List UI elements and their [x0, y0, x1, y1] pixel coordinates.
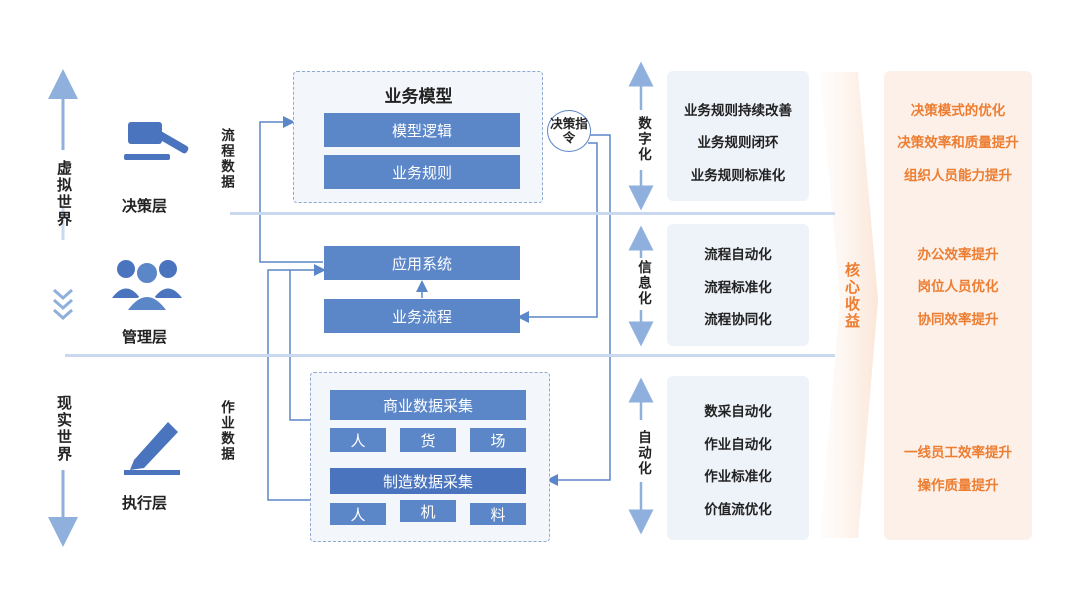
core-benefit-label: 核心收益	[843, 262, 861, 330]
manufacturing-data-bar: 制造数据采集	[330, 468, 526, 494]
decision-layer-label: 决策层	[122, 197, 168, 215]
card-item: 作业标准化	[704, 469, 772, 485]
info-card: 流程自动化 流程标准化 流程协同化	[667, 224, 809, 346]
card-item: 业务规则持续改善	[684, 103, 792, 119]
execution-layer-label: 执行层	[122, 494, 168, 512]
auto-stage-label: 自动化	[635, 430, 651, 477]
manufacturing-item: 料	[470, 503, 526, 525]
auto-card: 数采自动化 作业自动化 作业标准化 价值流优化	[667, 376, 809, 540]
card-item: 业务规则闭环	[697, 135, 779, 151]
benefit-item: 岗位人员优化	[917, 279, 999, 295]
real-world-label: 现实世界	[55, 395, 73, 463]
decision-instruction-node: 决策指令	[547, 110, 591, 152]
info-stage-label: 信息化	[635, 260, 651, 307]
card-item: 流程自动化	[704, 247, 772, 263]
card-item: 价值流优化	[704, 502, 772, 518]
business-flow-bar: 业务流程	[324, 299, 520, 333]
benefit-item: 协同效率提升	[917, 312, 999, 328]
card-item: 作业自动化	[704, 437, 772, 453]
commercial-item: 货	[400, 428, 456, 452]
benefit-item: 决策模式的优化	[910, 103, 1006, 119]
digital-stage-label: 数字化	[635, 116, 651, 163]
manufacturing-item: 机	[400, 500, 456, 522]
management-layer-label: 管理层	[122, 328, 168, 346]
divider-bottom	[65, 354, 835, 357]
divider-top	[230, 212, 835, 215]
benefit-item: 操作质量提升	[917, 478, 999, 494]
chevron-down-icon	[53, 288, 73, 321]
commercial-data-bar: 商业数据采集	[330, 390, 526, 420]
benefit-panel: 决策模式的优化 决策效率和质量提升 组织人员能力提升 办公效率提升 岗位人员优化…	[884, 71, 1032, 540]
benefit-item: 组织人员能力提升	[904, 168, 1012, 184]
pen-icon	[124, 422, 180, 475]
app-system-bar: 应用系统	[324, 246, 520, 280]
people-group-icon	[112, 260, 182, 312]
manufacturing-item: 人	[330, 503, 386, 525]
benefit-item: 办公效率提升	[917, 247, 999, 263]
benefit-arrow-shape	[820, 72, 878, 538]
card-item: 数采自动化	[704, 404, 772, 420]
card-item: 流程协同化	[704, 312, 772, 328]
virtual-world-label: 虚拟世界	[55, 160, 73, 228]
gavel-icon	[124, 122, 189, 160]
business-rules-bar: 业务规则	[324, 155, 520, 189]
operation-data-label: 作业数据	[218, 400, 234, 462]
commercial-item: 人	[330, 428, 386, 452]
card-item: 业务规则标准化	[690, 168, 786, 184]
business-model-title: 业务模型	[384, 87, 453, 107]
benefit-item: 一线员工效率提升	[904, 445, 1012, 461]
model-logic-bar: 模型逻辑	[324, 113, 520, 147]
digital-card: 业务规则持续改善 业务规则闭环 业务规则标准化	[667, 71, 809, 201]
process-data-label: 流程数据	[218, 128, 234, 190]
benefit-item: 决策效率和质量提升	[897, 135, 1019, 151]
card-item: 流程标准化	[704, 280, 772, 296]
commercial-item: 场	[470, 428, 526, 452]
